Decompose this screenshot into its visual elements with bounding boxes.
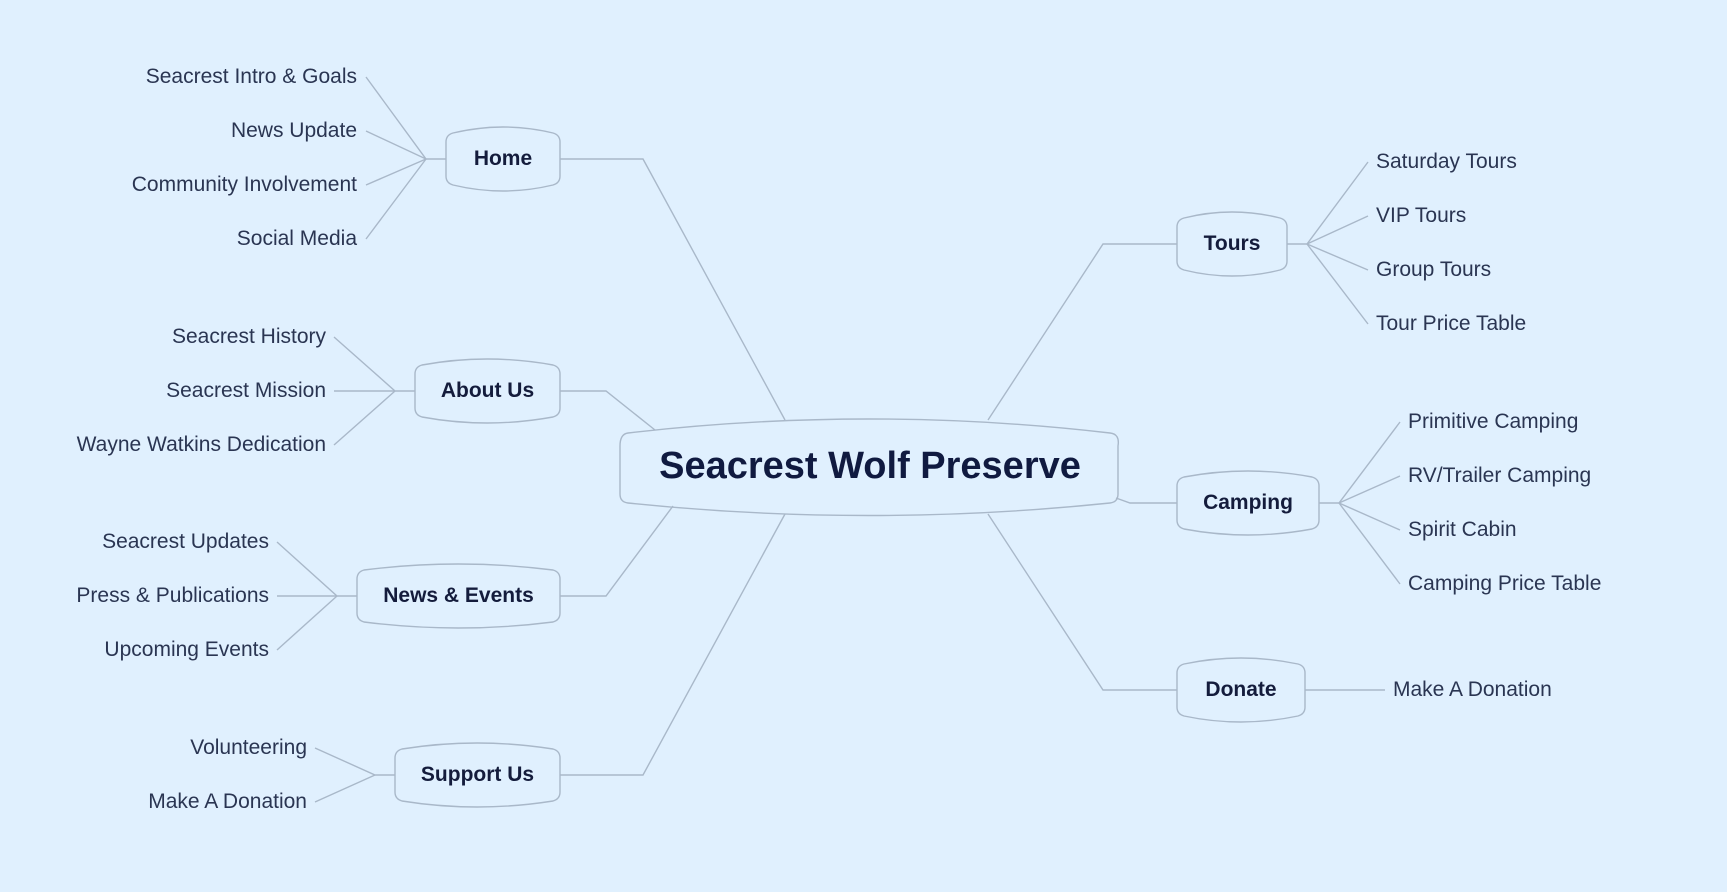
- subtopic-tours-group[interactable]: Group Tours: [1376, 258, 1492, 281]
- topic-donate-label[interactable]: Donate: [1205, 678, 1277, 701]
- topic-node-donate: [1176, 657, 1306, 723]
- connector-central-about: [560, 390, 656, 431]
- topic-news-label[interactable]: News & Events: [383, 584, 534, 607]
- topic-home-label[interactable]: Home: [473, 147, 533, 170]
- subtopic-news-upcoming[interactable]: Upcoming Events: [104, 638, 269, 661]
- topic-tours-label[interactable]: Tours: [1203, 232, 1261, 255]
- topic-node-camping: [1176, 470, 1320, 536]
- connector-tours-3: [1306, 243, 1369, 325]
- connector-home-1: [365, 130, 427, 160]
- connector-central-donate: [987, 513, 1177, 691]
- subtopic-home-news-update[interactable]: News Update: [230, 119, 357, 142]
- connector-home-2: [365, 158, 427, 186]
- subtopic-tours-vip[interactable]: VIP Tours: [1376, 204, 1467, 227]
- subtopic-about-history[interactable]: Seacrest History: [171, 325, 326, 348]
- topic-node-support: [394, 742, 561, 808]
- topic-node-home: [445, 126, 561, 192]
- subtopic-camping-rv-trailer[interactable]: RV/Trailer Camping: [1408, 464, 1592, 487]
- connector-about-0: [333, 336, 415, 392]
- connector-camping-3: [1338, 502, 1401, 585]
- connector-tours-2: [1306, 243, 1369, 271]
- subtopic-camping-price-table[interactable]: Camping Price Table: [1408, 572, 1602, 595]
- connector-home-3: [365, 158, 427, 240]
- connector-tours-1: [1306, 215, 1369, 245]
- connector-home-0: [365, 76, 446, 160]
- subtopic-donate-make-donation[interactable]: Make A Donation: [1393, 678, 1552, 701]
- topic-node-news: [356, 563, 561, 629]
- connector-camping-1: [1338, 475, 1401, 504]
- connector-central-camping: [1115, 497, 1177, 504]
- connector-support-1: [314, 774, 376, 803]
- subtopic-about-dedication[interactable]: Wayne Watkins Dedication: [76, 433, 326, 456]
- subtopic-support-donation[interactable]: Make A Donation: [148, 790, 307, 813]
- topic-node-about: [414, 358, 561, 424]
- connector-central-support: [560, 513, 786, 776]
- subtopic-about-mission[interactable]: Seacrest Mission: [166, 379, 326, 402]
- subtopic-home-intro[interactable]: Seacrest Intro & Goals: [145, 65, 357, 88]
- central-topic-label[interactable]: Seacrest Wolf Preserve: [659, 444, 1081, 487]
- subtopic-tours-price-table[interactable]: Tour Price Table: [1376, 312, 1527, 335]
- connector-support-0: [314, 747, 395, 776]
- topic-about-label[interactable]: About Us: [440, 379, 535, 402]
- topic-support-label[interactable]: Support Us: [420, 763, 535, 786]
- subtopic-news-updates[interactable]: Seacrest Updates: [102, 530, 269, 553]
- subtopic-support-volunteering[interactable]: Volunteering: [190, 736, 307, 759]
- subtopic-camping-spirit-cabin[interactable]: Spirit Cabin: [1408, 518, 1517, 541]
- subtopic-news-press[interactable]: Press & Publications: [76, 584, 269, 607]
- subtopic-camping-primitive[interactable]: Primitive Camping: [1408, 410, 1579, 433]
- connector-news-0: [276, 541, 357, 597]
- subtopic-home-community[interactable]: Community Involvement: [131, 173, 357, 196]
- topic-camping-label[interactable]: Camping: [1203, 491, 1293, 514]
- connector-camping-2: [1338, 502, 1401, 531]
- central-node: [619, 418, 1120, 517]
- topic-node-tours: [1176, 211, 1288, 277]
- connector-central-home: [560, 158, 786, 421]
- connector-central-news: [560, 505, 674, 597]
- connector-central-tours: [987, 243, 1177, 421]
- connector-tours-0: [1287, 161, 1369, 245]
- subtopic-tours-saturday[interactable]: Saturday Tours: [1376, 150, 1517, 173]
- connector-about-2: [333, 390, 396, 446]
- connector-news-2: [276, 595, 338, 651]
- connector-camping-0: [1319, 421, 1401, 504]
- subtopic-home-social-media[interactable]: Social Media: [236, 227, 357, 250]
